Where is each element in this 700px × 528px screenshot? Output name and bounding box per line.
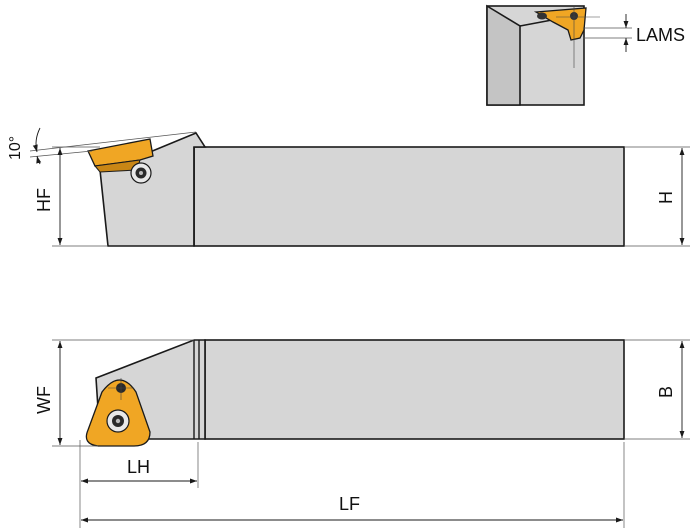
detail-screw [537, 12, 547, 20]
side-shank [193, 146, 625, 247]
wf-label: WF [34, 386, 54, 414]
top-view: WF B LH LF [34, 339, 690, 528]
b-label: B [656, 386, 676, 398]
top-shank [204, 339, 625, 440]
lh-label: LH [127, 457, 150, 477]
lf-label: LF [339, 494, 360, 514]
detail-holder-face [486, 4, 521, 106]
side-view: 10° HF H [7, 127, 690, 247]
detail-view: LAMS [486, 4, 685, 106]
lams-label: LAMS [636, 25, 685, 45]
h-label: H [656, 191, 676, 204]
hf-label: HF [34, 188, 54, 212]
side-insert [87, 138, 154, 167]
angle-label: 10° [7, 136, 24, 160]
